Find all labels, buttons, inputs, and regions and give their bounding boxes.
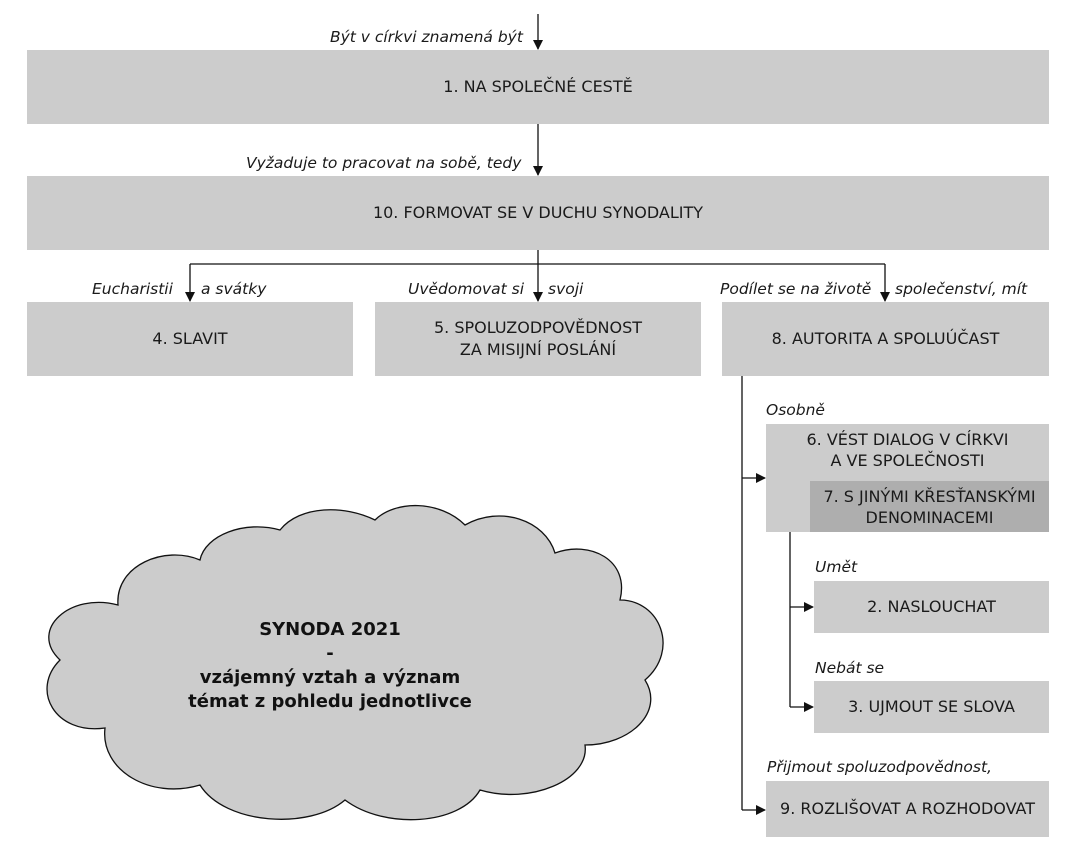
cloud-title: SYNODA 2021 [259, 619, 401, 640]
box-coresponsibility: 5. SPOLUZODPOVĚDNOST ZA MISIJNÍ POSLÁNÍ [375, 302, 701, 376]
box-coresponsibility-line1: 5. SPOLUZODPOVĚDNOST [434, 318, 642, 337]
box-dialogue-line2: A VE SPOLEČNOSTI [830, 451, 985, 470]
box-common-path: 1. NA SPOLEČNÉ CESTĚ [27, 50, 1049, 124]
box-formation: 10. FORMOVAT SE V DUCHU SYNODALITY [27, 176, 1049, 250]
box-celebrate-text: 4. SLAVIT [152, 329, 228, 348]
label-work-on-self: Vyžaduje to pracovat na sobě, tedy [246, 154, 522, 172]
box-coresponsibility-line2: ZA MISIJNÍ POSLÁNÍ [459, 340, 617, 359]
box-speak-up-text: 3. UJMOUT SE SLOVA [848, 697, 1015, 716]
label-fear: Nebát se [815, 659, 885, 677]
cloud-subtitle-2: témat z pohledu jednotlivce [188, 691, 472, 712]
box-dialogue-line1: 6. VÉST DIALOG V CÍRKVI [806, 430, 1009, 449]
label-be-in-church: Být v církvi znamená být [330, 28, 523, 46]
label-eucharist: Eucharistii [92, 280, 173, 298]
box-discern: 9. ROZLIŠOVAT A ROZHODOVAT [766, 781, 1049, 837]
box-authority-text: 8. AUTORITA A SPOLUÚČAST [771, 329, 1000, 348]
box-denominations: 7. S JINÝMI KŘESŤANSKÝMI DENOMINACEMI [810, 481, 1049, 532]
label-personally: Osobně [766, 401, 825, 419]
box-speak-up: 3. UJMOUT SE SLOVA [814, 681, 1049, 733]
cloud-shape [46, 504, 664, 821]
cloud-subtitle-1: vzájemný vztah a význam [199, 667, 461, 688]
box-denominations-line1: 7. S JINÝMI KŘESŤANSKÝMI [823, 486, 1036, 506]
cloud-text: SYNODA 2021 - vzájemný vztah a význam té… [130, 618, 530, 714]
box-listen: 2. NASLOUCHAT [814, 581, 1049, 633]
label-holidays: a svátky [201, 280, 267, 298]
label-can: Umět [815, 558, 858, 576]
box-denominations-line2: DENOMINACEMI [865, 507, 994, 527]
label-own: svoji [548, 280, 584, 298]
box-celebrate: 4. SLAVIT [27, 302, 353, 376]
label-accept: Přijmout spoluzodpovědnost, [767, 758, 992, 776]
label-aware: Uvědomovat si [408, 280, 525, 298]
box-common-path-text: 1. NA SPOLEČNÉ CESTĚ [443, 77, 633, 96]
box-authority: 8. AUTORITA A SPOLUÚČAST [722, 302, 1049, 376]
box-formation-text: 10. FORMOVAT SE V DUCHU SYNODALITY [372, 203, 704, 222]
cloud-dash: - [326, 643, 334, 664]
label-community: společenství, mít [895, 280, 1028, 298]
box-discern-text: 9. ROZLIŠOVAT A ROZHODOVAT [780, 799, 1035, 818]
label-share-life: Podílet se na životě [720, 280, 872, 298]
box-listen-text: 2. NASLOUCHAT [867, 597, 996, 616]
